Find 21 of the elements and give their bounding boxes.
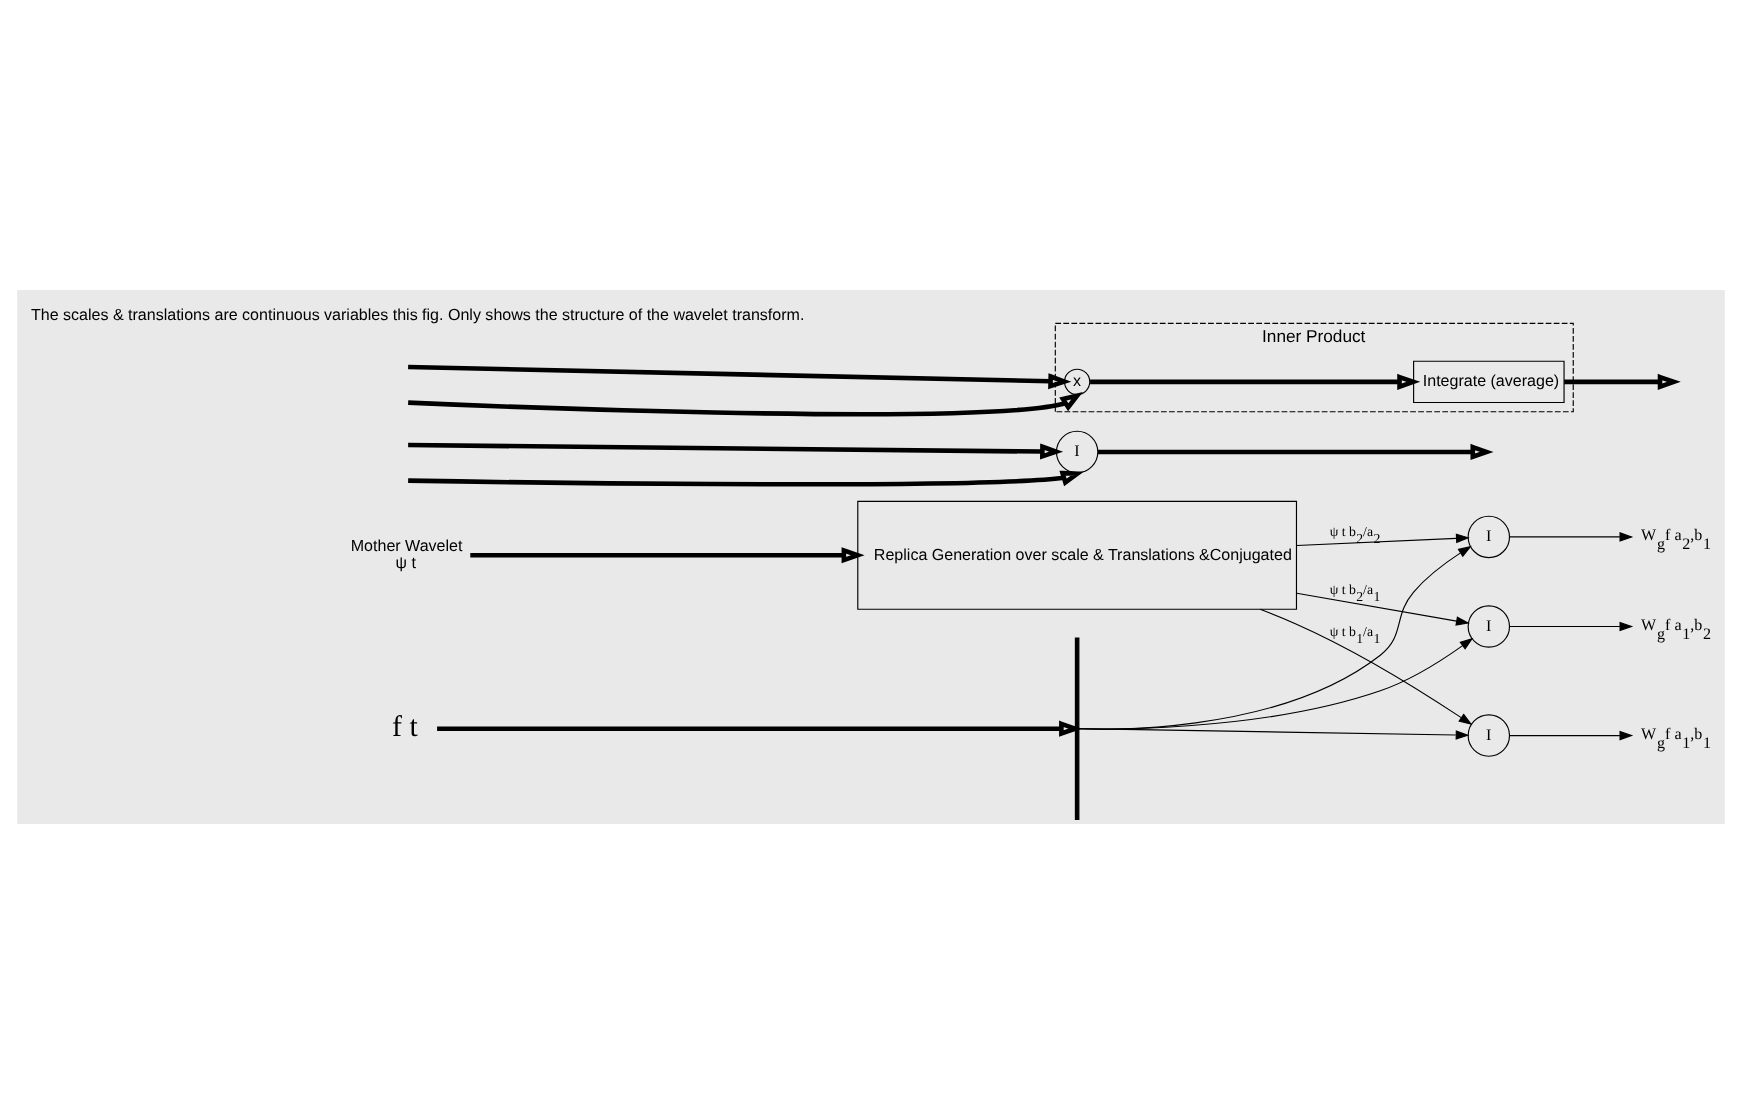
arrow (408, 470, 1084, 487)
arrow (1078, 728, 1470, 740)
node-circle: I (1055, 430, 1099, 474)
arrow (437, 720, 1083, 737)
arrow (1259, 608, 1473, 726)
node-text: f t (392, 711, 418, 744)
arrow (1509, 532, 1634, 542)
arrow (408, 364, 1072, 390)
node-circle: I (1467, 714, 1511, 757)
arrow (1078, 545, 1472, 730)
node-circle: I (1467, 605, 1511, 648)
arrow (408, 391, 1083, 417)
arrow (1509, 621, 1634, 632)
arrow (1509, 730, 1634, 741)
node-bar (1074, 637, 1080, 820)
arrow (470, 547, 865, 564)
arrow (1296, 592, 1470, 626)
arrow (1296, 533, 1470, 547)
arrow (1090, 373, 1421, 390)
arrow (408, 442, 1064, 460)
node-circle: I (1467, 515, 1511, 559)
